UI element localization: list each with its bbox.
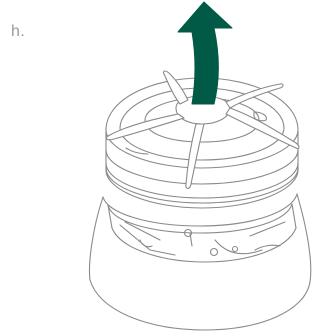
rotate-lift-arrow-icon (177, 1, 233, 105)
step-label: h. (11, 23, 26, 40)
detector-body (105, 70, 300, 209)
mounting-base (88, 193, 312, 331)
